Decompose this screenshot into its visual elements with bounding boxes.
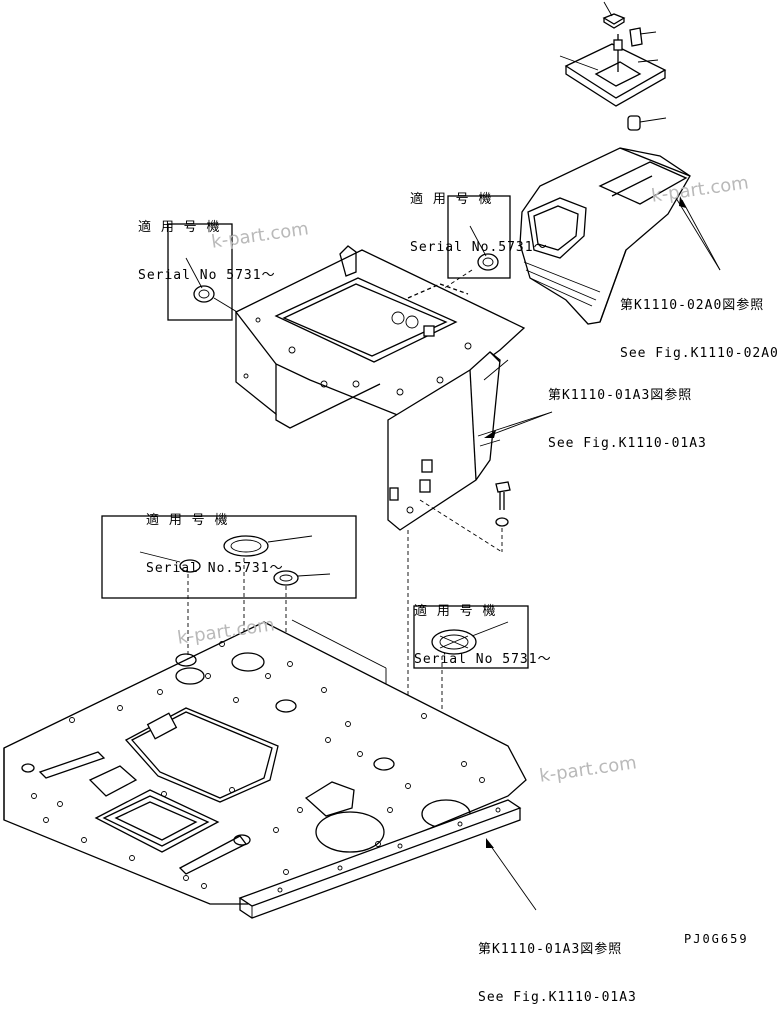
callout-serial: Serial No 5731～ xyxy=(138,268,276,283)
frame-reference: 第K1110-01A3図参照 See Fig.K1110-01A3 xyxy=(548,356,707,468)
floor-holes xyxy=(31,641,485,889)
callout-serial: Serial No.5731～ xyxy=(410,240,548,255)
callout-serial: Serial No.5731～ xyxy=(146,561,284,576)
reference-en: See Fig.K1110-01A3 xyxy=(548,436,707,451)
reference-en: See Fig.K1110-02A0 xyxy=(620,346,779,361)
console-reference: 第K1110-02A0図参照 See Fig.K1110-02A0 xyxy=(620,266,779,378)
callout-title: 適 用 号 機 xyxy=(146,513,229,528)
reference-jp: 第K1110-02A0図参照 xyxy=(620,298,765,313)
callout-title: 適 用 号 機 xyxy=(410,192,493,207)
operator-frame xyxy=(235,245,553,553)
leader-lines xyxy=(484,196,721,911)
drawing-code: PJ0G659 xyxy=(684,932,749,946)
reference-jp: 第K1110-01A3図参照 xyxy=(548,388,693,403)
parts-diagram xyxy=(3,1,721,919)
callout-title: 適 用 号 機 xyxy=(414,604,497,619)
serial-callout-mid-left: 適 用 号 機 Serial No.5731～ xyxy=(146,481,284,593)
serial-callout-center: 適 用 号 機 Serial No.5731～ xyxy=(410,160,548,272)
switch-assembly xyxy=(559,1,667,131)
callout-title: 適 用 号 機 xyxy=(138,220,221,235)
serial-callout-top-left: 適 用 号 機 Serial No 5731～ xyxy=(138,188,276,300)
console-housing xyxy=(519,147,721,325)
reference-jp: 第K1110-01A3図参照 xyxy=(478,942,623,957)
serial-callout-mid-right: 適 用 号 機 Serial No 5731～ xyxy=(414,572,552,684)
floor-plate xyxy=(3,621,527,919)
floor-reference: 第K1110-01A3図参照 See Fig.K1110-01A3 xyxy=(478,910,637,1022)
callout-serial: Serial No 5731～ xyxy=(414,652,552,667)
reference-en: See Fig.K1110-01A3 xyxy=(478,990,637,1005)
grommet-callout-mid-left xyxy=(101,515,387,760)
